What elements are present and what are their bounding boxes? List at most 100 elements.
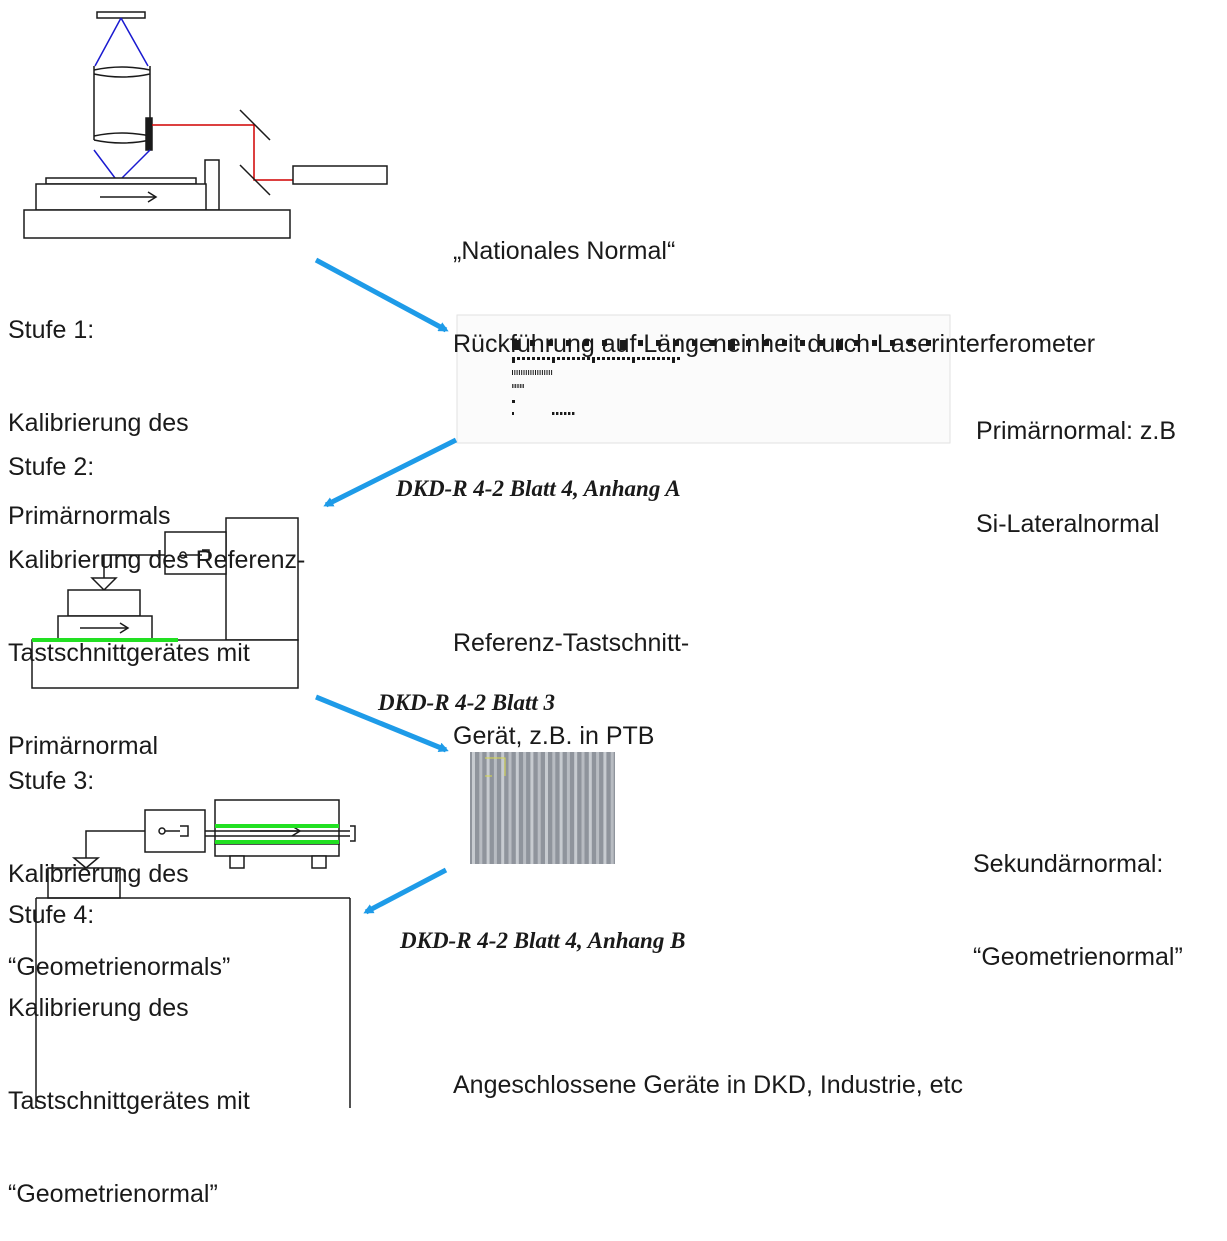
pattern-mark <box>872 340 877 346</box>
pattern-mark <box>710 340 715 346</box>
calibration-chain-diagram <box>23 11 951 1108</box>
groove-line <box>537 752 541 864</box>
pattern-mark <box>582 357 585 360</box>
groove-line <box>523 752 527 864</box>
pattern-mark <box>836 340 843 350</box>
pattern-mark <box>512 412 514 415</box>
groove-line <box>501 752 505 864</box>
pattern-mark <box>517 357 520 360</box>
pattern-mark <box>746 340 751 346</box>
pattern-mark <box>782 340 787 346</box>
pattern-mark <box>539 370 541 375</box>
step-1-line-2: Primärnormals <box>8 502 171 530</box>
step-3-line-1: Kalibrierung des <box>8 860 189 888</box>
pattern-mark <box>662 357 665 360</box>
pattern-mark <box>890 340 895 346</box>
pattern-mark <box>584 340 589 346</box>
secondary-standard-description: Sekundärnormal: “Geometrienormal” <box>973 787 1183 1004</box>
step-4-title: Stufe 4: <box>8 901 95 929</box>
step-3-label: Stufe 3: Kalibrierung des “Geometrienorm… <box>8 704 230 1014</box>
primary-standard-image <box>456 314 951 444</box>
reference-blatt3: DKD-R 4-2 Blatt 3 <box>378 690 555 715</box>
pattern-mark <box>520 384 521 388</box>
pattern-mark <box>572 357 575 360</box>
groove-line <box>515 752 519 864</box>
pattern-mark <box>572 412 575 415</box>
lateral-standard-pattern <box>512 340 931 415</box>
pattern-mark <box>513 384 515 388</box>
arrow-primary-to-stage2 <box>323 437 458 508</box>
pattern-mark <box>612 357 615 360</box>
groove-line <box>610 752 614 864</box>
pattern-mark <box>532 370 534 375</box>
pattern-mark <box>548 340 553 346</box>
secondary-standard-line-1: Sekundärnormal: <box>973 850 1164 878</box>
connected-instruments-description: Angeschlossene Geräte in DKD, Industrie,… <box>453 1008 963 1132</box>
groove-line <box>574 752 578 864</box>
primary-standard-line-1: Primärnormal: z.B <box>976 417 1177 445</box>
pattern-mark <box>652 357 655 360</box>
pattern-mark <box>521 384 523 388</box>
groove-line <box>603 752 607 864</box>
pattern-mark <box>546 370 548 375</box>
pattern-mark <box>926 340 931 346</box>
interferometer-microscope-apparatus <box>23 11 388 239</box>
pattern-mark <box>512 357 515 363</box>
pattern-mark <box>592 357 595 363</box>
groove-line <box>552 752 556 864</box>
groove-line <box>472 752 475 864</box>
pattern-mark <box>547 357 550 360</box>
reference-blatt4-anhang-a: DKD-R 4-2 Blatt 4, Anhang A <box>396 476 681 501</box>
step-1-line-1: Kalibrierung des <box>8 409 189 437</box>
step-2-line-2: Tastschnittgerätes mit <box>8 639 250 667</box>
reference-blatt4-anhang-b: DKD-R 4-2 Blatt 4, Anhang B <box>400 928 686 953</box>
pattern-mark <box>537 370 539 375</box>
pattern-mark <box>535 370 536 375</box>
pattern-mark <box>556 412 559 415</box>
pattern-mark <box>551 370 553 375</box>
flow-arrows <box>314 257 458 915</box>
pattern-mark <box>528 370 530 375</box>
primary-standard-description: Primärnormal: z.B Si-Lateralnormal <box>976 354 1176 571</box>
national-standard-title: „Nationales Normal“ <box>453 237 676 265</box>
groove-line <box>559 752 563 864</box>
groove-line <box>508 752 512 864</box>
arrow-secondary-to-stage4 <box>363 867 448 915</box>
pattern-mark <box>532 357 535 360</box>
pattern-mark <box>523 370 525 375</box>
reference-instrument-line-1: Referenz-Tastschnitt- <box>453 629 690 657</box>
pattern-mark <box>522 357 525 360</box>
pattern-mark <box>568 412 571 415</box>
step-2-line-1: Kalibrierung des Referenz- <box>8 546 306 574</box>
pattern-mark <box>530 370 532 375</box>
national-standard-description: „Nationales Normal“ Rückführung auf Läng… <box>453 174 1095 391</box>
pattern-mark <box>607 357 610 360</box>
pattern-mark <box>597 357 600 360</box>
reference-instrument-line-2: Gerät, z.B. in PTB <box>453 722 655 750</box>
pattern-mark <box>627 357 630 360</box>
groove-pattern <box>472 752 614 864</box>
pattern-mark <box>516 384 518 388</box>
pattern-mark <box>527 357 530 360</box>
groove-line <box>588 752 592 864</box>
step-3-line-2: “Geometrienormals” <box>8 953 231 981</box>
pattern-mark <box>622 357 625 360</box>
step-2-title: Stufe 2: <box>8 453 95 481</box>
primary-standard-line-2: Si-Lateralnormal <box>976 510 1160 538</box>
pattern-mark <box>557 357 560 360</box>
reference-stylus-instrument <box>31 517 299 689</box>
connected-stylus-instrument <box>35 799 356 1108</box>
pattern-mark <box>541 370 543 375</box>
step-3-title: Stufe 3: <box>8 767 95 795</box>
pattern-mark <box>525 370 527 375</box>
arrow-stage1-to-primary <box>314 257 449 333</box>
pattern-mark <box>512 400 515 403</box>
pattern-mark <box>577 357 580 360</box>
pattern-mark <box>562 357 565 360</box>
groove-line <box>545 752 548 864</box>
pattern-mark <box>566 340 571 346</box>
pattern-mark <box>518 384 520 388</box>
pattern-mark <box>523 384 524 388</box>
pattern-mark <box>728 340 735 350</box>
pattern-mark <box>647 357 650 360</box>
